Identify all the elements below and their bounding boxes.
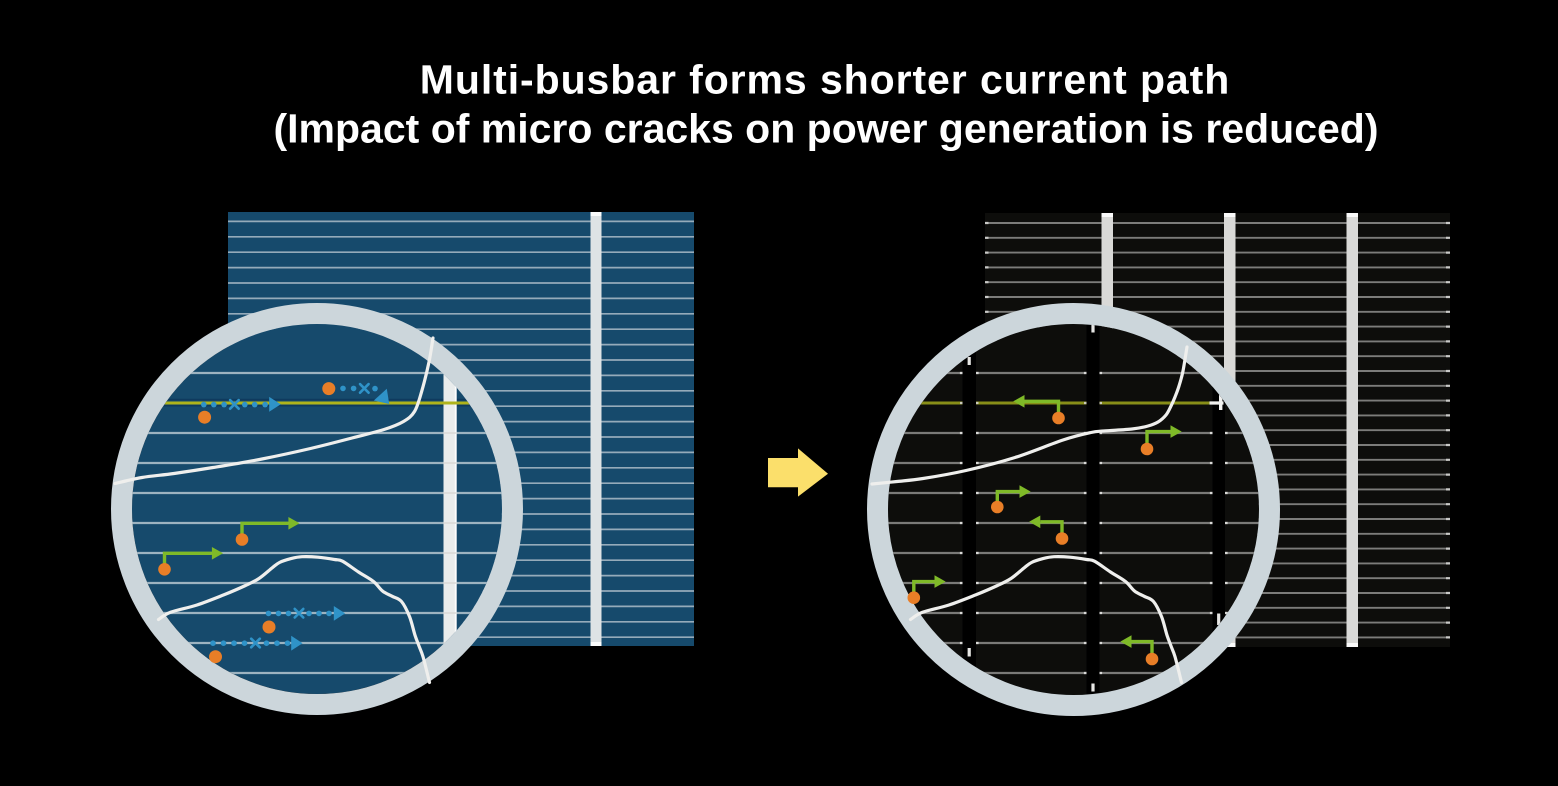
svg-text:Multi-busbar forms shorter cur: Multi-busbar forms shorter current path <box>420 57 1230 103</box>
svg-text:(Impact of micro cracks on pow: (Impact of micro cracks on power generat… <box>274 106 1379 152</box>
